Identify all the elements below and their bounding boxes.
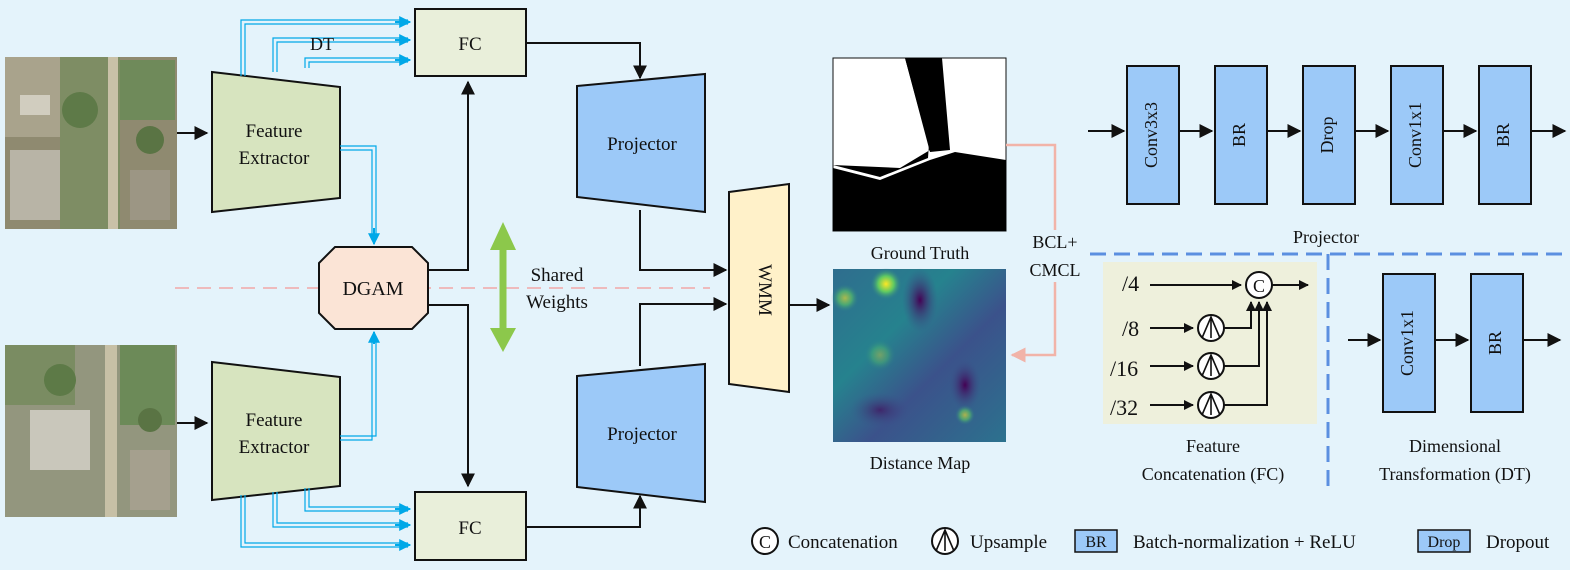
arrow-projector-bottom-to-wmm — [639, 297, 728, 366]
projector-detail-block-4-label: Conv1x1 — [1405, 102, 1425, 168]
arrow-dgam-to-fc-top — [428, 80, 475, 271]
fc-scale-16: /16 — [1110, 356, 1138, 381]
dt-detail: Conv1x1 BR — [1348, 273, 1562, 413]
ground-truth-caption: Ground Truth — [871, 243, 970, 263]
shared-weights-arrow — [490, 222, 516, 352]
legend-drop-box — [1417, 529, 1471, 553]
projector-detail-title: Projector — [1293, 227, 1359, 247]
distance-map-image — [831, 268, 1006, 442]
arrow-dgam-to-fc-bottom — [428, 304, 475, 488]
feature-extractor-bottom-label-2: Extractor — [239, 437, 310, 458]
dt-detail-block-2 — [1470, 273, 1524, 413]
projector-bottom-label: Projector — [607, 424, 677, 445]
projector-detail-block-2-label: BR — [1229, 123, 1249, 147]
loss-label-2: CMCL — [1029, 260, 1080, 280]
shared-weights-label-2: Weights — [526, 292, 588, 313]
projector-detail-block-1-label: Conv3x3 — [1141, 102, 1161, 168]
projector-detail-block-1 — [1126, 65, 1180, 205]
projector-detail-block-5 — [1478, 65, 1532, 205]
feature-extractor-top: Feature Extractor — [211, 70, 341, 214]
concat-symbol: C — [1253, 276, 1265, 296]
fc-block-top: FC — [414, 8, 527, 77]
dt-detail-block-1-label: Conv1x1 — [1397, 310, 1417, 376]
upsample-icon — [1197, 391, 1225, 419]
legend-br-box-label: BR — [1085, 534, 1107, 551]
loss-label-bg — [1025, 230, 1090, 282]
satellite-image-top — [5, 57, 177, 229]
legend-drop-label: Dropout — [1486, 532, 1550, 553]
wmm-block: WMM — [728, 182, 790, 394]
fc-detail: /4 /8 /16 /32 C — [1103, 262, 1317, 424]
projector-detail: Conv3x3 BR Drop Conv1x1 BR — [1088, 65, 1567, 205]
extractor-to-dgam-top-a — [340, 149, 373, 240]
dgam-label: DGAM — [342, 278, 403, 300]
dt-label: DT — [310, 34, 334, 54]
feature-extractor-bottom-label-1: Feature — [246, 410, 303, 431]
projector-detail-block-5-label: BR — [1493, 123, 1513, 147]
legend-concat-symbol: C — [759, 532, 771, 552]
projector-detail-block-2 — [1214, 65, 1268, 205]
fc-top-label: FC — [458, 34, 481, 55]
arrow-fc-to-projector-bottom — [526, 494, 647, 528]
dt-connections-bottom — [240, 488, 408, 548]
dgam-block: DGAM — [318, 246, 429, 330]
projector-bottom: Projector — [576, 362, 706, 504]
dt-detail-caption-1: Dimensional — [1409, 436, 1501, 456]
legend-drop-box-label: Drop — [1428, 534, 1461, 551]
legend-br-box — [1074, 529, 1118, 553]
legend-concat-label: Concatenation — [788, 532, 898, 553]
legend-upsample-icon — [931, 527, 959, 555]
legend-br-label: Batch-normalization + ReLU — [1133, 532, 1356, 553]
feature-extractor-top-label-2: Extractor — [239, 148, 310, 169]
fc-detail-caption-1: Feature — [1186, 436, 1240, 456]
shared-weights-label-1: Shared — [531, 265, 584, 286]
extractor-to-dgam-bottom-b — [340, 340, 377, 437]
projector-detail-block-3 — [1302, 65, 1356, 205]
projector-top-label: Projector — [607, 134, 677, 155]
loss-label-1: BCL+ — [1032, 232, 1077, 252]
fc-bottom-label: FC — [458, 518, 481, 539]
fc-detail-caption-2: Concatenation (FC) — [1142, 464, 1284, 485]
dt-connections-top — [240, 19, 408, 76]
wmm-label: WMM — [754, 264, 775, 316]
extractor-to-dgam-top-b — [340, 145, 377, 240]
fc-block-bottom: FC — [414, 491, 527, 561]
legend-concat-icon — [751, 527, 779, 555]
ground-truth-image — [832, 57, 1007, 232]
fc-scale-32: /32 — [1110, 395, 1138, 420]
upsample-icon — [1197, 314, 1225, 342]
distance-map-caption: Distance Map — [870, 453, 970, 473]
fc-scale-4: /4 — [1122, 271, 1139, 296]
satellite-image-bottom — [5, 345, 177, 517]
dt-detail-block-2-label: BR — [1485, 331, 1505, 355]
extractor-to-dgam-bottom-a — [340, 340, 373, 441]
upsample-icon — [1197, 352, 1225, 380]
projector-top: Projector — [576, 72, 706, 214]
projector-detail-block-3-label: Drop — [1317, 117, 1337, 154]
legend-upsample-label: Upsample — [970, 532, 1047, 553]
arrow-fc-to-projector-top — [526, 42, 647, 80]
legend: C Concatenation Upsample BR Batch-normal… — [751, 527, 1550, 555]
fc-scale-8: /8 — [1122, 316, 1139, 341]
concat-icon: C — [1245, 271, 1273, 299]
dt-detail-block-1 — [1382, 273, 1436, 413]
dt-detail-caption-2: Transformation (DT) — [1379, 464, 1531, 485]
arrow-projector-top-to-wmm — [639, 210, 728, 277]
feature-extractor-bottom: Feature Extractor — [211, 360, 341, 502]
feature-extractor-top-label-1: Feature — [246, 121, 303, 142]
projector-detail-block-4 — [1390, 65, 1444, 205]
